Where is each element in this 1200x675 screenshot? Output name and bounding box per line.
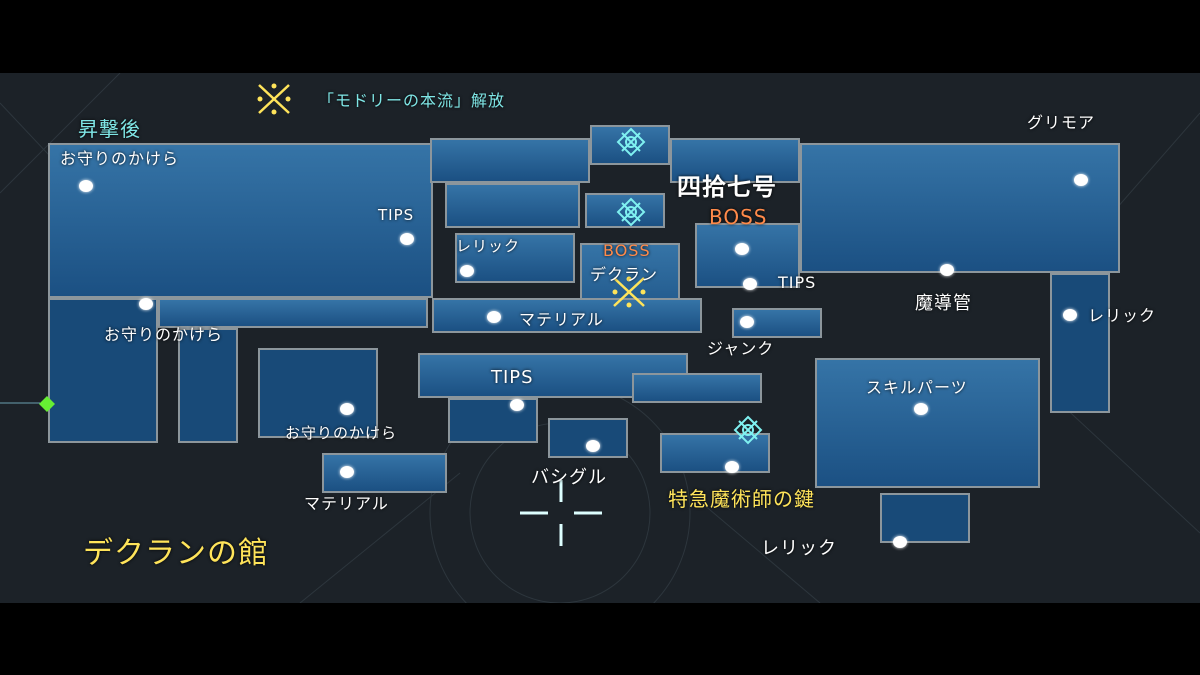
map-view[interactable]: 「モドリーの本流」解放 昇撃後 お守りのかけら お守りのかけら お守りのかけら … [0,73,1200,603]
label-boss-47: BOSS [709,205,768,229]
item-dot-icon[interactable] [340,466,354,478]
item-dot-icon[interactable] [1074,174,1088,186]
room-material-center [432,298,702,333]
room-shaft-a [178,328,238,443]
cursor-crosshair-icon[interactable] [518,478,604,548]
area-name: デクランの館 [83,536,269,571]
room-north-b [670,138,800,183]
label-madokan: 魔導管 [915,293,972,314]
room-skill-parts [815,358,1040,488]
label-omamori: お守りのかけら [285,424,398,442]
item-dot-icon[interactable] [940,264,954,276]
room-basiguru [548,418,628,458]
room-tips-south [418,353,688,398]
unlock-note: 「モドリーの本流」解放 [318,91,506,110]
room-west-lower [48,298,158,443]
label-grimoire: グリモア [1027,113,1096,132]
label-relic: レリック [761,538,837,559]
item-dot-icon[interactable] [340,403,354,415]
background-grid [0,73,1200,603]
label-tips: TIPS [778,273,817,292]
room-junk [732,308,822,338]
label-omamori: お守りのかけら [60,149,180,168]
room-relic-south [880,493,970,543]
item-dot-icon[interactable] [139,298,153,310]
room-south-b [632,373,762,403]
room-west-corridor [158,298,428,328]
item-dot-icon[interactable] [740,316,754,328]
label-material: マテリアル [519,310,604,329]
room-tips-east [695,223,800,288]
item-dot-icon[interactable] [79,180,93,192]
item-dot-icon[interactable] [586,440,600,452]
item-dot-icon[interactable] [893,536,907,548]
sparkle-cross-icon[interactable] [610,274,648,310]
label-skill-parts: スキルパーツ [866,378,968,397]
item-dot-icon[interactable] [914,403,928,415]
seal-icon[interactable] [616,127,646,157]
room-relic-east [1050,273,1110,413]
room-shaft-b [258,348,378,438]
item-dot-icon[interactable] [1063,309,1077,321]
room-north-a [430,138,590,183]
room-mid-a [445,183,580,228]
item-dot-icon[interactable] [735,243,749,255]
seal-icon[interactable] [616,197,646,227]
seal-icon[interactable] [733,415,763,445]
label-junk: ジャンク [707,339,775,358]
label-omamori: お守りのかけら [104,325,224,344]
room-west-hall [48,143,433,298]
room-south-a [448,398,538,443]
sparkle-cross-icon [257,83,291,115]
item-dot-icon[interactable] [510,399,524,411]
item-dot-icon[interactable] [460,265,474,277]
label-boss-47-name: 四拾七号 [677,173,777,201]
label-material: マテリアル [304,494,389,513]
item-dot-icon[interactable] [400,233,414,245]
room-seal-top [590,125,670,165]
room-seal-mid [585,193,665,228]
item-dot-icon[interactable] [725,461,739,473]
room-boss-47 [800,143,1120,273]
label-boss-declan: デクラン [590,265,659,284]
label-relic: レリック [456,237,521,255]
item-dot-icon[interactable] [487,311,501,323]
room-relic-center [455,233,575,283]
label-shogekigo: 昇撃後 [78,117,141,141]
label-relic: レリック [1088,306,1157,325]
item-dot-icon[interactable] [743,278,757,290]
label-boss-small: BOSS [603,241,651,260]
label-tips: TIPS [491,367,534,388]
label-tips: TIPS [378,206,415,224]
label-basiguru: バシグル [531,467,607,488]
label-key: 特急魔術師の鍵 [668,487,815,511]
save-point-icon[interactable] [38,395,56,413]
